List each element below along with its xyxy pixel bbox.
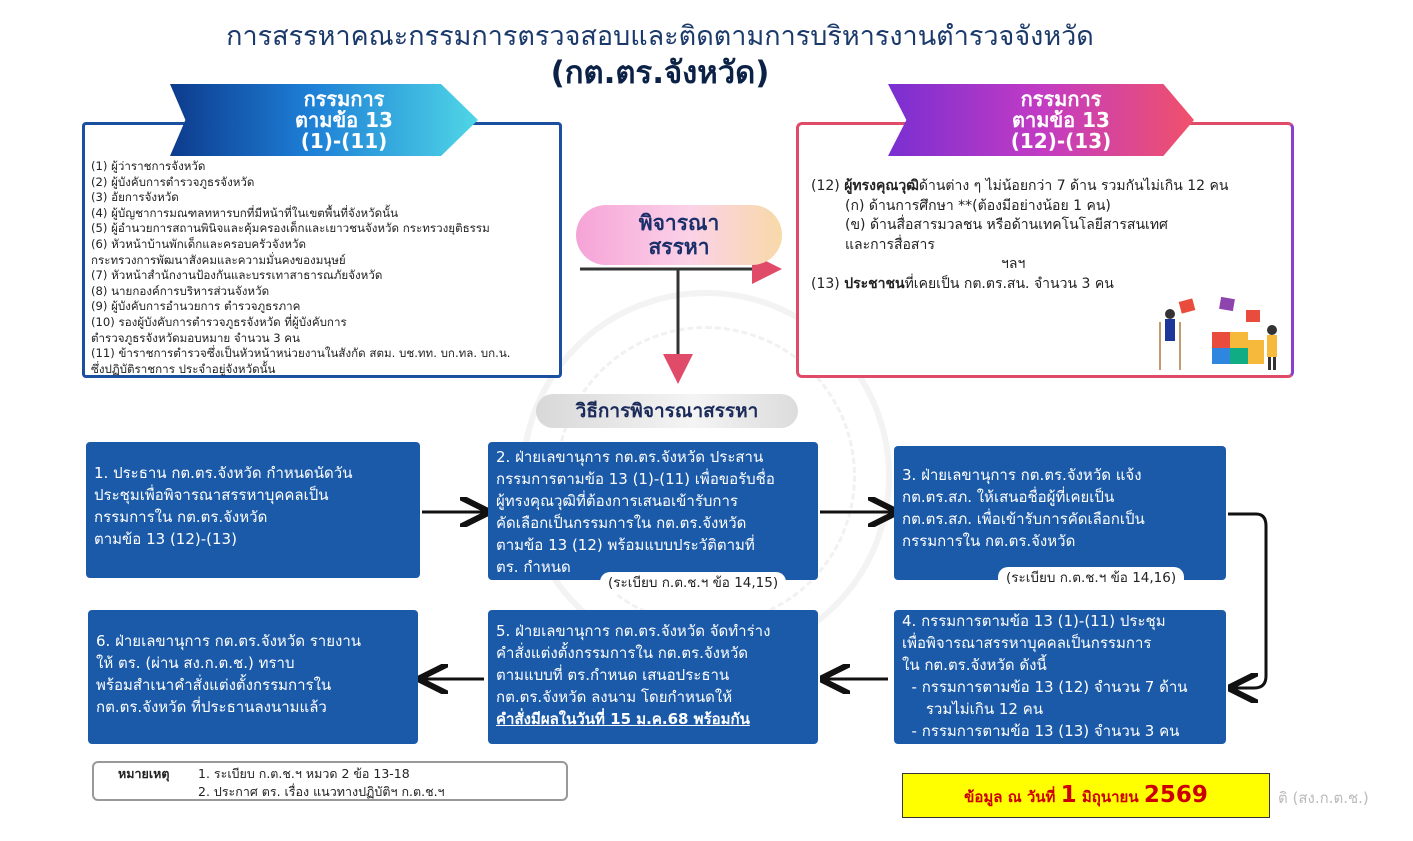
step-2-box: 2. ฝ่ายเลขานุการ กต.ตร.จังหวัด ประสาน กร… [488,442,818,580]
step-4-box: 4. กรรมการตามข้อ 13 (1)-(11) ประชุม เพื่… [894,610,1226,744]
left-item: (4) ผู้บัญชาการมณฑลทหารบกที่มีหน้าที่ในเ… [91,205,399,220]
left-banner-line3: (1)-(11) [300,128,388,153]
right-item-etc: ฯลฯ [1001,256,1026,272]
left-item: (5) ผู้อำนวยการสถานพินิจและคุ้มครองเด็กแ… [91,221,490,236]
right-banner-line1: กรรมการ [1020,86,1102,111]
left-banner-line1: กรรมการ [303,86,385,111]
step-4-line: รวมไม่เกิน 12 คน [902,700,1044,718]
step-3-reference: (ระเบียบ ก.ต.ช.ฯ ข้อ 14,16) [998,567,1185,589]
left-item: (2) ผู้บังคับการตำรวจภูธรจังหวัด [91,174,255,189]
right-item-a: (ก) ด้านการศึกษา **(ต้องมีอย่างน้อย 1 คน… [845,197,1111,214]
arrow-step3-to-step4 [1228,512,1268,688]
left-item: ซึ่งปฏิบัติราชการ ประจำอยู่จังหวัดนั้น [91,361,276,376]
right-banner-line3: (12)-(13) [1010,128,1112,153]
left-item: (10) รองผู้บังคับการตำรวจภูธรจังหวัด ที่… [91,314,347,329]
remark-label: หมายเหตุ [118,766,170,781]
step-1-line: ประชุมเพื่อพิจารณาสรรหาบุคคลเป็น [94,486,329,504]
left-item: (9) ผู้บังคับการอำนวยการ ตำรวจภูธรภาค [91,299,301,314]
step-4-line: เพื่อพิจารณาสรรหาบุคคลเป็นกรรมการ [902,634,1152,652]
step-4-line: ใน กต.ตร.จังหวัด ดังนี้ [902,656,1047,674]
step-5-line: ตามแบบที่ ตร.กำหนด เสนอประธาน [496,666,730,684]
date-year: 2569 [1143,782,1208,808]
right-item-b: (ข) ด้านสื่อสารมวลชน หรือด้านเทคโนโลยีสา… [845,217,1168,233]
date-day: 1 [1060,782,1077,808]
left-item: ตำรวจภูธรจังหวัดมอบหมาย จำนวน 3 คน [91,330,300,345]
step-1-box: 1. ประธาน กต.ตร.จังหวัด กำหนดนัดวัน ประช… [86,442,420,578]
step-4-line: 4. กรรมการตามข้อ 13 (1)-(11) ประชุม [902,612,1166,630]
left-item: (11) ข้าราชการตำรวจซึ่งเป็นหัวหน้าหน่วยง… [91,346,511,361]
step-2-line: 2. ฝ่ายเลขานุการ กต.ตร.จังหวัด ประสาน [496,448,764,466]
step-2-line: ผู้ทรงคุณวุฒิที่ต้องการเสนอเข้ารับการ [496,492,738,510]
left-item: กระทรวงการพัฒนาสังคมและความมั่นคงของมนุษ… [91,252,346,267]
remark-item-2: 2. ประกาศ ตร. เรื่อง แนวทางปฏิบัติฯ ก.ต.… [198,784,445,799]
data-as-of-box: ข้อมูล ณ วันที่ 1 มิถุนายน 2569 [902,773,1270,818]
left-item: (6) หัวหน้าบ้านพักเด็กและครอบครัวจังหวัด [91,236,307,251]
left-item: (1) ผู้ว่าราชการจังหวัด [91,159,206,173]
step-2-line: คัดเลือกเป็นกรรมการใน กต.ตร.จังหวัด [496,514,747,532]
step-6-line: 6. ฝ่ายเลขานุการ กต.ตร.จังหวัด รายงาน [96,632,362,650]
step-3-line: 3. ฝ่ายเลขานุการ กต.ตร.จังหวัด แจ้ง [902,466,1142,484]
step-5-box: 5. ฝ่ายเลขานุการ กต.ตร.จังหวัด จัดทำร่าง… [488,610,818,744]
source-credit: ติ (สง.ก.ต.ช.) [1278,789,1369,807]
step-4-line: - กรรมการตามข้อ 13 (13) จำนวน 3 คน [902,722,1180,740]
step-2-reference: (ระเบียบ ก.ต.ช.ฯ ข้อ 14,15) [600,572,787,594]
consider-recruit-label: พิจารณา สรรหา [576,205,782,265]
date-prefix: ข้อมูล ณ วันที่ [964,788,1061,806]
step-2-line: ตร. กำหนด [496,558,571,576]
consider-line2: สรรหา [648,235,710,259]
item12-prefix: (12) [811,178,845,194]
step-3-line: กต.ตร.สภ. ให้เสนอชื่อผู้ที่เคยเป็น [902,488,1115,506]
step-5-line: คำสั่งแต่งตั้งกรรมการใน กต.ตร.จังหวัด [496,644,749,662]
left-members-box: (1) ผู้ว่าราชการจังหวัด (2) ผู้บังคับการ… [82,122,562,378]
left-banner: กรรมการ ตามข้อ 13 (1)-(11) [170,84,478,156]
step-3-line: กรรมการใน กต.ตร.จังหวัด [902,532,1076,550]
method-title: วิธีการพิจารณาสรรหา [536,394,798,428]
consider-line1: พิจารณา [638,211,720,235]
step-4-line: - กรรมการตามข้อ 13 (12) จำนวน 7 ด้าน [902,678,1188,696]
step-6-line: กต.ตร.จังหวัด ที่ประธานลงนามแล้ว [96,698,327,716]
step-6-box: 6. ฝ่ายเลขานุการ กต.ตร.จังหวัด รายงาน ให… [88,610,418,744]
left-item: (7) หัวหน้าสำนักงานป้องกันและบรรเทาสาธาร… [91,268,383,283]
item13-bold: ประชาชน [844,275,905,292]
step-6-line: ให้ ตร. (ผ่าน สง.ก.ต.ช.) ทราบ [96,654,295,672]
step-5-effective-date: คำสั่งมีผลในวันที่ 15 ม.ค.68 พร้อมกัน [496,710,750,728]
right-banner-line2: ตามข้อ 13 [1012,107,1110,132]
step-5-line: กต.ตร.จังหวัด ลงนาม โดยกำหนดให้ [496,688,733,706]
item13-rest: ที่เคยเป็น กต.ตร.สน. จำนวน 3 คน [904,275,1114,292]
left-item: (8) นายกองค์การบริหารส่วนจังหวัด [91,283,270,298]
right-banner: กรรมการ ตามข้อ 13 (12)-(13) [888,84,1194,156]
puzzle-team-illustration [1159,296,1277,370]
item12-bold: ผู้ทรงคุณวุฒิ [844,178,919,194]
date-month: มิถุนายน [1076,788,1144,806]
step-3-line: กต.ตร.สภ. เพื่อเข้ารับการคัดเลือกเป็น [902,510,1145,528]
right-item-b2: และการสื่อสาร [845,236,935,253]
step-2-line: ตามข้อ 13 (12) พร้อมแบบประวัติตามที่ [496,536,755,554]
left-banner-line2: ตามข้อ 13 [295,107,393,132]
right-members-box: (12) ผู้ทรงคุณวุฒิด้านต่าง ๆ ไม่น้อยกว่า… [796,122,1294,378]
remark-item-1: 1. ระเบียบ ก.ต.ช.ฯ หมวด 2 ข้อ 13-18 [198,766,410,781]
step-6-line: พร้อมสำเนาคำสั่งแต่งตั้งกรรมการใน [96,676,332,694]
step-1-line: ตามข้อ 13 (12)-(13) [94,530,237,548]
step-1-line: 1. ประธาน กต.ตร.จังหวัด กำหนดนัดวัน [94,464,353,482]
step-2-line: กรรมการตามข้อ 13 (1)-(11) เพื่อขอรับชื่อ [496,470,775,488]
step-5-line: 5. ฝ่ายเลขานุการ กต.ตร.จังหวัด จัดทำร่าง [496,622,771,640]
item13-prefix: (13) [811,275,845,292]
left-item: (3) อัยการจังหวัด [91,190,179,205]
step-1-line: กรรมการใน กต.ตร.จังหวัด [94,508,268,526]
step-3-box: 3. ฝ่ายเลขานุการ กต.ตร.จังหวัด แจ้ง กต.ต… [894,446,1226,580]
item12-rest: ด้านต่าง ๆ ไม่น้อยกว่า 7 ด้าน รวมกันไม่เ… [918,178,1229,194]
page-subtitle: (กต.ตร.จังหวัด) [550,55,770,91]
right-item-12: (12) ผู้ทรงคุณวุฒิด้านต่าง ๆ ไม่น้อยกว่า… [811,177,1283,197]
page-title: การสรรหาคณะกรรมการตรวจสอบและติดตามการบริ… [226,21,1094,52]
right-item-13: (13) ประชาชนที่เคยเป็น กต.ตร.สน. จำนวน 3… [811,275,1283,295]
remark-box: หมายเหตุ 1. ระเบียบ ก.ต.ช.ฯ หมวด 2 ข้อ 1… [92,761,568,801]
